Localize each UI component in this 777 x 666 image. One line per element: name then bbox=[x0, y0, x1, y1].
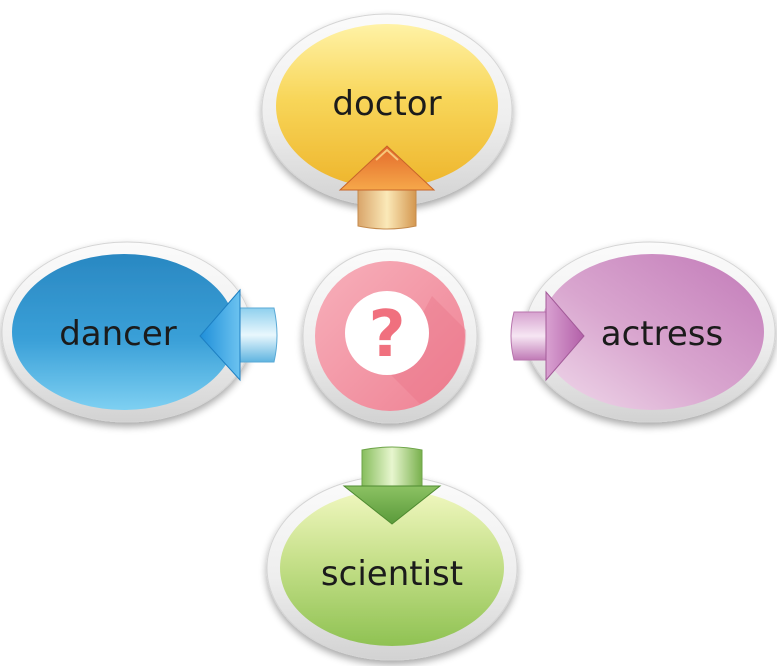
node-actress-fill bbox=[540, 254, 764, 410]
node-scientist bbox=[266, 475, 518, 661]
node-dancer-label: dancer bbox=[59, 314, 177, 354]
node-doctor bbox=[261, 13, 513, 207]
arrow-up-icon bbox=[338, 145, 436, 230]
node-actress bbox=[524, 241, 776, 423]
node-actress-label: actress bbox=[601, 314, 723, 354]
arrow-down-icon bbox=[342, 446, 442, 525]
question-mark-icon: ? bbox=[368, 298, 405, 372]
node-scientist-fill bbox=[280, 490, 504, 646]
node-scientist-label: scientist bbox=[321, 554, 463, 594]
node-doctor-label: doctor bbox=[332, 84, 441, 124]
node-dancer bbox=[1, 241, 253, 423]
node-doctor-fill bbox=[276, 24, 498, 188]
arrow-left-icon bbox=[199, 288, 278, 382]
center-node bbox=[302, 248, 478, 424]
node-dancer-fill bbox=[12, 254, 236, 410]
question-badge bbox=[345, 291, 429, 375]
arrow-right-icon bbox=[510, 290, 585, 382]
